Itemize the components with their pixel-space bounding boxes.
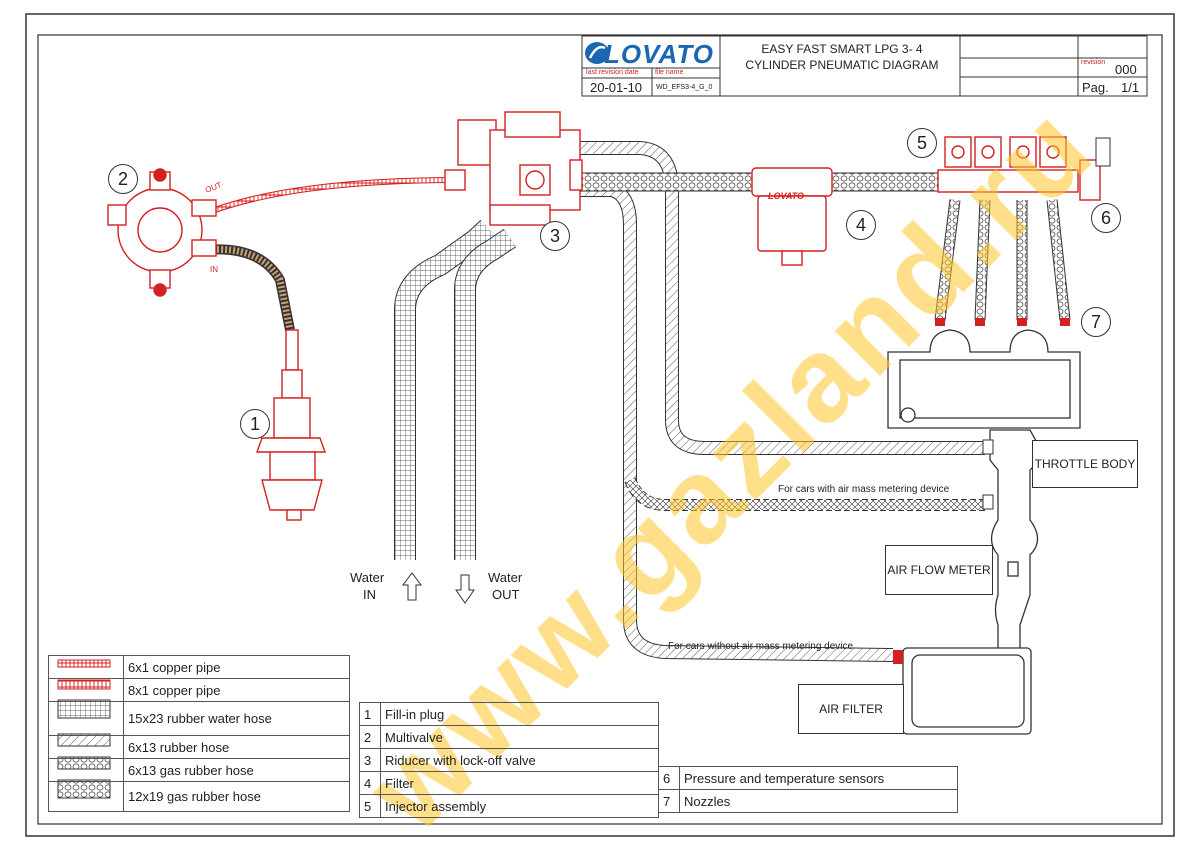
without-mass-label: For cars without air mass metering devic… [668, 641, 854, 652]
legend-row: 8x1 copper pipe [48, 678, 350, 702]
water-hoses [394, 219, 517, 560]
file-name-label: file name [655, 69, 684, 76]
page-label: Pag. [1082, 80, 1109, 95]
legend-text: 6x13 rubber hose [123, 735, 350, 759]
reducer-drawing [444, 111, 583, 226]
legend-row: 6x1 copper pipe [48, 655, 350, 679]
part-name: Multivalve [380, 725, 659, 749]
legend-row: 6x13 rubber hose [48, 735, 350, 759]
legend-row: 6x13 gas rubber hose [48, 758, 350, 782]
revision-date: 20-01-10 [590, 80, 643, 95]
legend-text: 6x13 gas rubber hose [123, 758, 350, 782]
file-name: WD_EFS3-4_G_0 [656, 84, 713, 91]
inner-frame [37, 34, 1163, 825]
legend-table: 6x1 copper pipe 8x1 copper pipe 15x23 ru… [48, 655, 350, 812]
nozzle-hoses [934, 199, 1071, 321]
water-out-label-2: OUT [492, 587, 520, 602]
part-name: Riducer with lock-off valve [380, 748, 659, 772]
part-num: 1 [359, 702, 381, 726]
sensor-drawing [1095, 137, 1111, 167]
callout-6: 6 [1091, 203, 1121, 233]
filter-brand: LOVATO [768, 191, 804, 201]
legend-text: 6x1 copper pipe [123, 655, 350, 679]
legend-text: 15x23 rubber water hose [123, 701, 350, 736]
title-block [581, 35, 1148, 97]
part-name: Filter [380, 771, 659, 795]
callout-7: 7 [1081, 307, 1111, 337]
outer-frame [25, 13, 1175, 837]
air-duct [989, 429, 1041, 651]
reg-in-label: IN [210, 265, 218, 274]
water-in-label-2: IN [363, 587, 376, 602]
title-line-1: EASY FAST SMART LPG 3- 4 [761, 42, 923, 56]
callout-4: 4 [846, 210, 876, 240]
legend-row: 15x23 rubber water hose [48, 701, 350, 736]
legend-text: 8x1 copper pipe [123, 678, 350, 702]
part-name: Nozzles [679, 789, 958, 813]
legend-text: 12x19 gas rubber hose [123, 781, 350, 812]
part-num: 5 [359, 794, 381, 818]
part-name: Injector assembly [380, 794, 659, 818]
water-arrows [402, 572, 475, 604]
injector-rail-drawing [937, 136, 1101, 201]
revision-label: revision [1081, 59, 1106, 66]
fill-hose [204, 244, 295, 331]
fill-in-plug-drawing [256, 329, 326, 521]
with-mass-label: For cars with air mass metering device [778, 484, 950, 495]
last-revision-label: last revision date [586, 69, 639, 76]
part-num: 6 [658, 766, 680, 790]
revision-value: 000 [1115, 62, 1137, 77]
water-in-label: Water [350, 570, 385, 585]
callout-5: 5 [907, 128, 937, 158]
multivalve-drawing [107, 168, 217, 297]
water-out-label: Water [488, 570, 523, 585]
air-flow-meter-box: AIR FLOW METER [885, 545, 993, 595]
intake-manifold [887, 329, 1081, 429]
part-name: Fill-in plug [380, 702, 659, 726]
air-filter-drawing [902, 647, 1032, 735]
part-num: 3 [359, 748, 381, 772]
air-filter-box: AIR FILTER [798, 684, 904, 734]
callout-3: 3 [540, 221, 570, 251]
part-num: 4 [359, 771, 381, 795]
logo-text: LOVATO [604, 39, 714, 69]
page-value: 1/1 [1121, 80, 1140, 95]
part-name: Pressure and temperature sensors [679, 766, 958, 790]
callout-2: 2 [108, 164, 138, 194]
filter-drawing [751, 167, 833, 266]
nozzle-tips [935, 318, 1070, 326]
callout-1: 1 [240, 409, 270, 439]
part-num: 7 [658, 789, 680, 813]
legend-row: 12x19 gas rubber hose [48, 781, 350, 812]
part-num: 2 [359, 725, 381, 749]
title-line-2: CYLINDER PNEUMATIC DIAGRAM [745, 58, 939, 72]
throttle-body-box: THROTTLE BODY [1032, 440, 1138, 488]
